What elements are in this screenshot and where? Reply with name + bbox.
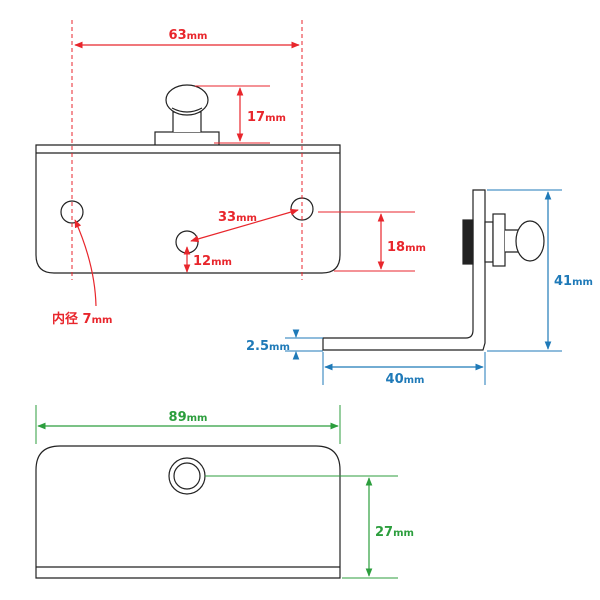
l-bracket <box>322 189 545 351</box>
dim-label-hole-spacing: 63mm <box>169 28 208 43</box>
dim-unit-hole-height: mm <box>405 243 426 254</box>
bottom-plate <box>35 445 341 579</box>
inner-diameter-prefix: 内径 <box>52 311 83 327</box>
dim-unit-hole-spacing: mm <box>187 31 208 42</box>
dim-label-thickness: 2.5mm <box>246 339 290 354</box>
dim-value-hole-spacing: 63 <box>169 28 187 43</box>
dim-label-bottom-width: 89mm <box>169 410 208 425</box>
dim-unit-bottom-hole-height: mm <box>393 528 414 539</box>
bottom-extension-lines <box>35 405 398 579</box>
label-inner-diameter: 内径 7mm <box>52 311 112 327</box>
dim-unit-pin-height: mm <box>265 113 286 124</box>
dim-line-diagonal <box>190 208 299 243</box>
bottom-bushing <box>168 457 206 495</box>
dim-value-bottom-width: 89 <box>169 410 187 425</box>
dim-label-bottom-hole-height: 27mm <box>375 525 414 540</box>
ball-stud <box>154 84 220 147</box>
dim-unit-side-height: mm <box>572 277 593 288</box>
bottom-view: 89mm 27mm <box>35 405 414 579</box>
dim-unit-diagonal: mm <box>236 213 257 224</box>
dim-value-side-height: 41 <box>554 274 572 289</box>
dim-label-pin-height: 17mm <box>247 110 286 125</box>
dim-unit-bottom-width: mm <box>187 413 208 424</box>
side-extension-lines <box>285 189 562 385</box>
dim-unit-side-length: mm <box>404 375 425 386</box>
dim-label-hole-height: 18mm <box>387 240 426 255</box>
front-extension-lines <box>71 20 415 280</box>
dim-value-side-length: 40 <box>386 372 404 387</box>
dim-value-thickness: 2.5 <box>246 339 269 354</box>
dim-label-hole-offset: 12mm <box>193 254 232 269</box>
side-view: 41mm 40mm 2.5mm <box>246 189 593 387</box>
dim-unit-hole-offset: mm <box>211 257 232 268</box>
leader-inner-diameter <box>74 219 97 307</box>
dim-value-hole-height: 18 <box>387 240 405 255</box>
dim-value-hole-offset: 12 <box>193 254 211 269</box>
dim-label-diagonal: 33mm <box>218 210 257 225</box>
dim-label-side-length: 40mm <box>386 372 425 387</box>
front-view: 63mm 17mm 33mm 12mm 18mm 内径 7mm <box>35 20 426 327</box>
dim-label-side-height: 41mm <box>554 274 593 289</box>
dim-unit-thickness: mm <box>269 342 290 353</box>
dim-value-diagonal: 33 <box>218 210 236 225</box>
inner-diameter-unit: mm <box>92 315 113 326</box>
dim-value-pin-height: 17 <box>247 110 265 125</box>
inner-diameter-value: 7 <box>83 312 92 327</box>
dim-value-bottom-hole-height: 27 <box>375 525 393 540</box>
